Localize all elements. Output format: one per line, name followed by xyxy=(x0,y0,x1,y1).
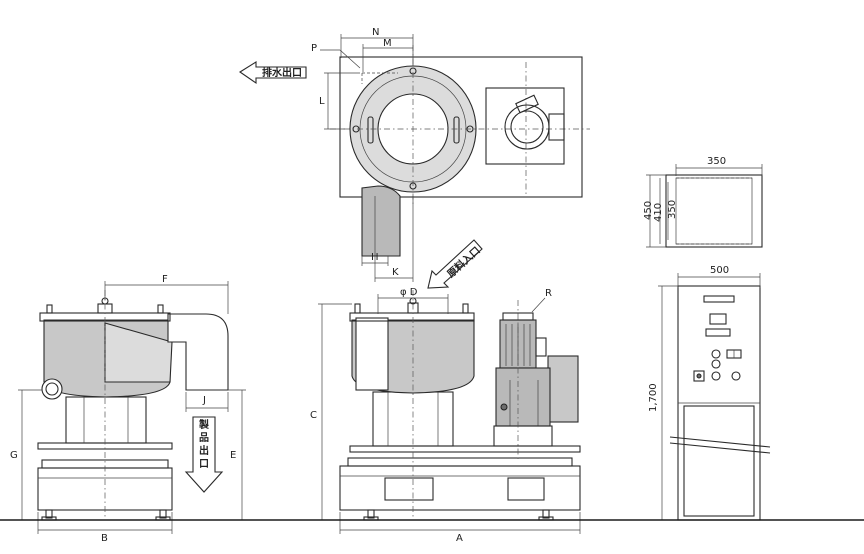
front-base-window-right xyxy=(507,477,545,501)
front-base-window-left xyxy=(384,477,434,501)
dim-350-side: 350 xyxy=(667,200,678,219)
plan-view: N M P L H K 排水出口 xyxy=(238,27,590,282)
dim-D: φ D xyxy=(400,287,418,298)
front-view: φ D R C A 原料入口 xyxy=(310,239,581,544)
side-view: F J E G B 製 品 出 口 xyxy=(10,274,246,544)
front-base-top xyxy=(347,457,573,467)
dim-E: E xyxy=(230,450,236,461)
material-inlet-arrow: 原料入口 xyxy=(427,239,483,289)
front-table xyxy=(349,445,581,453)
dim-J: J xyxy=(202,395,206,406)
side-sight-glass xyxy=(41,378,63,400)
front-gearbox xyxy=(495,367,551,427)
control-panel-view: 500 1,700 xyxy=(648,265,771,521)
side-outlet-duct xyxy=(167,313,229,391)
dim-500: 500 xyxy=(710,265,729,276)
front-chute-panel xyxy=(355,317,389,391)
dim-C: C xyxy=(310,410,317,421)
plan-motor-terminal xyxy=(548,113,565,141)
dim-F: F xyxy=(162,274,168,285)
drain-outlet-arrow: 排水出口 xyxy=(238,61,307,85)
dim-L: L xyxy=(319,96,325,107)
dim-N: N xyxy=(372,27,379,38)
dim-K: K xyxy=(392,267,399,278)
dim-G: G xyxy=(10,450,18,461)
accessory-view: 350 450 410 350 xyxy=(643,156,763,248)
side-column xyxy=(65,396,147,444)
drain-outlet-label: 排水出口 xyxy=(262,66,302,79)
dim-R: R xyxy=(545,288,552,299)
dim-410: 410 xyxy=(653,203,664,222)
plan-motor-inner xyxy=(510,110,544,144)
accessory-outline xyxy=(665,174,763,248)
dim-A: A xyxy=(456,533,463,544)
dim-M: M xyxy=(383,38,392,49)
dim-350-top: 350 xyxy=(707,156,726,167)
product-outlet-arrow: 製 品 出 口 xyxy=(184,416,224,493)
plan-motor-tab xyxy=(515,94,539,114)
dim-P: P xyxy=(311,43,317,54)
product-outlet-label: 製 品 出 口 xyxy=(198,418,212,470)
dim-1700: 1,700 xyxy=(648,383,659,412)
plan-outlet-chute xyxy=(361,185,401,257)
dim-B: B xyxy=(101,533,108,544)
plan-motor-outer xyxy=(504,104,550,150)
plan-slot-right xyxy=(453,116,460,144)
plan-base-outline xyxy=(339,56,583,198)
front-motor-box xyxy=(547,355,579,423)
dim-450: 450 xyxy=(643,201,654,220)
plan-slot-left xyxy=(367,116,374,144)
